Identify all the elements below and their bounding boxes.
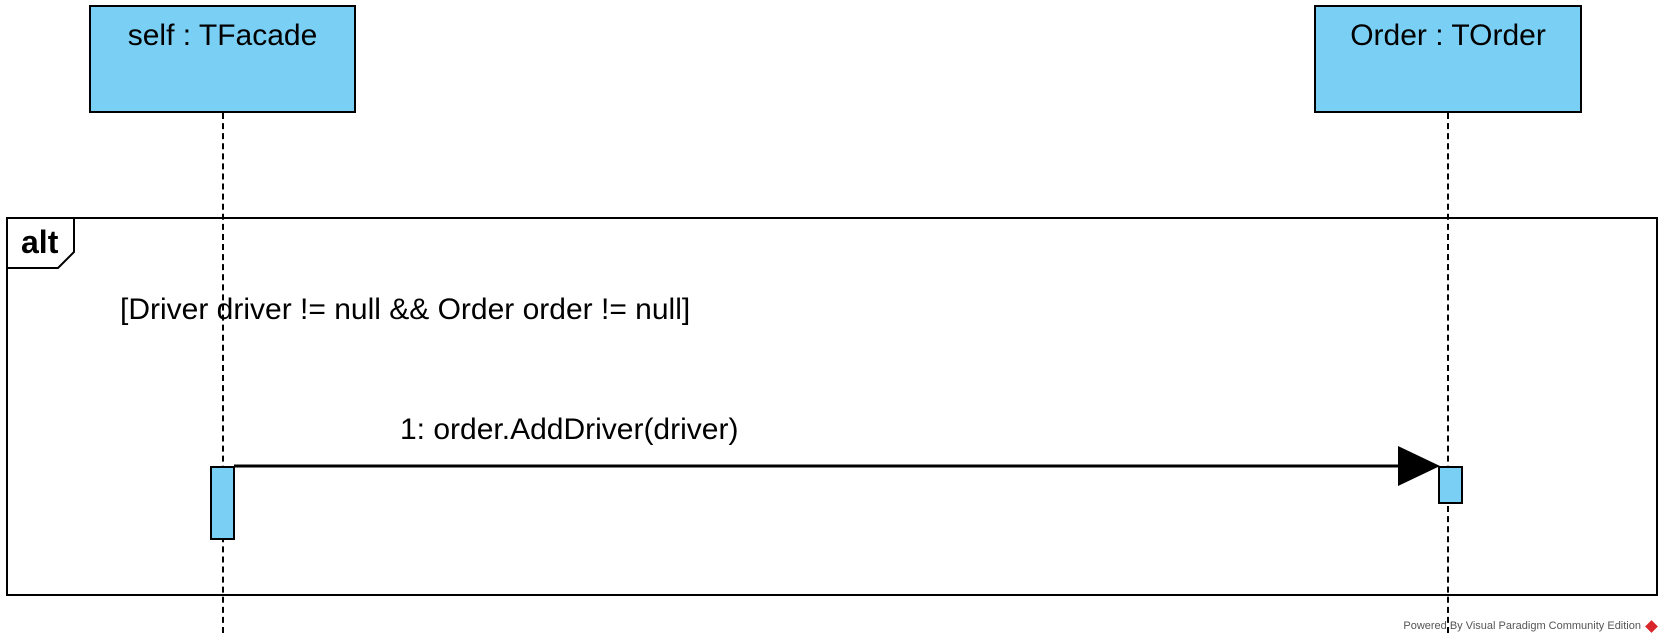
lifeline-self-line [222, 113, 224, 633]
alt-fragment [6, 217, 1658, 596]
lifeline-order-line [1447, 113, 1449, 633]
lifeline-self-head[interactable]: self : TFacade [89, 5, 356, 113]
lifeline-order-head[interactable]: Order : TOrder [1314, 5, 1582, 113]
visual-paradigm-logo-icon [1645, 619, 1658, 633]
message-arrowhead-icon [1398, 446, 1440, 486]
activation-self [210, 466, 235, 540]
lifeline-order-label: Order : TOrder [1350, 19, 1546, 52]
fragment-operator-label: alt [21, 224, 59, 260]
message-label: 1: order.AddDriver(driver) [400, 413, 739, 446]
activation-order [1438, 466, 1463, 504]
watermark-text: Powered By Visual Paradigm Community Edi… [1403, 620, 1641, 632]
lifeline-self-label: self : TFacade [127, 19, 318, 52]
fragment-operator-tab [6, 217, 75, 269]
powered-by-watermark: Powered By Visual Paradigm Community Edi… [1403, 619, 1658, 633]
guard-condition: [Driver driver != null && Order order !=… [120, 293, 691, 326]
